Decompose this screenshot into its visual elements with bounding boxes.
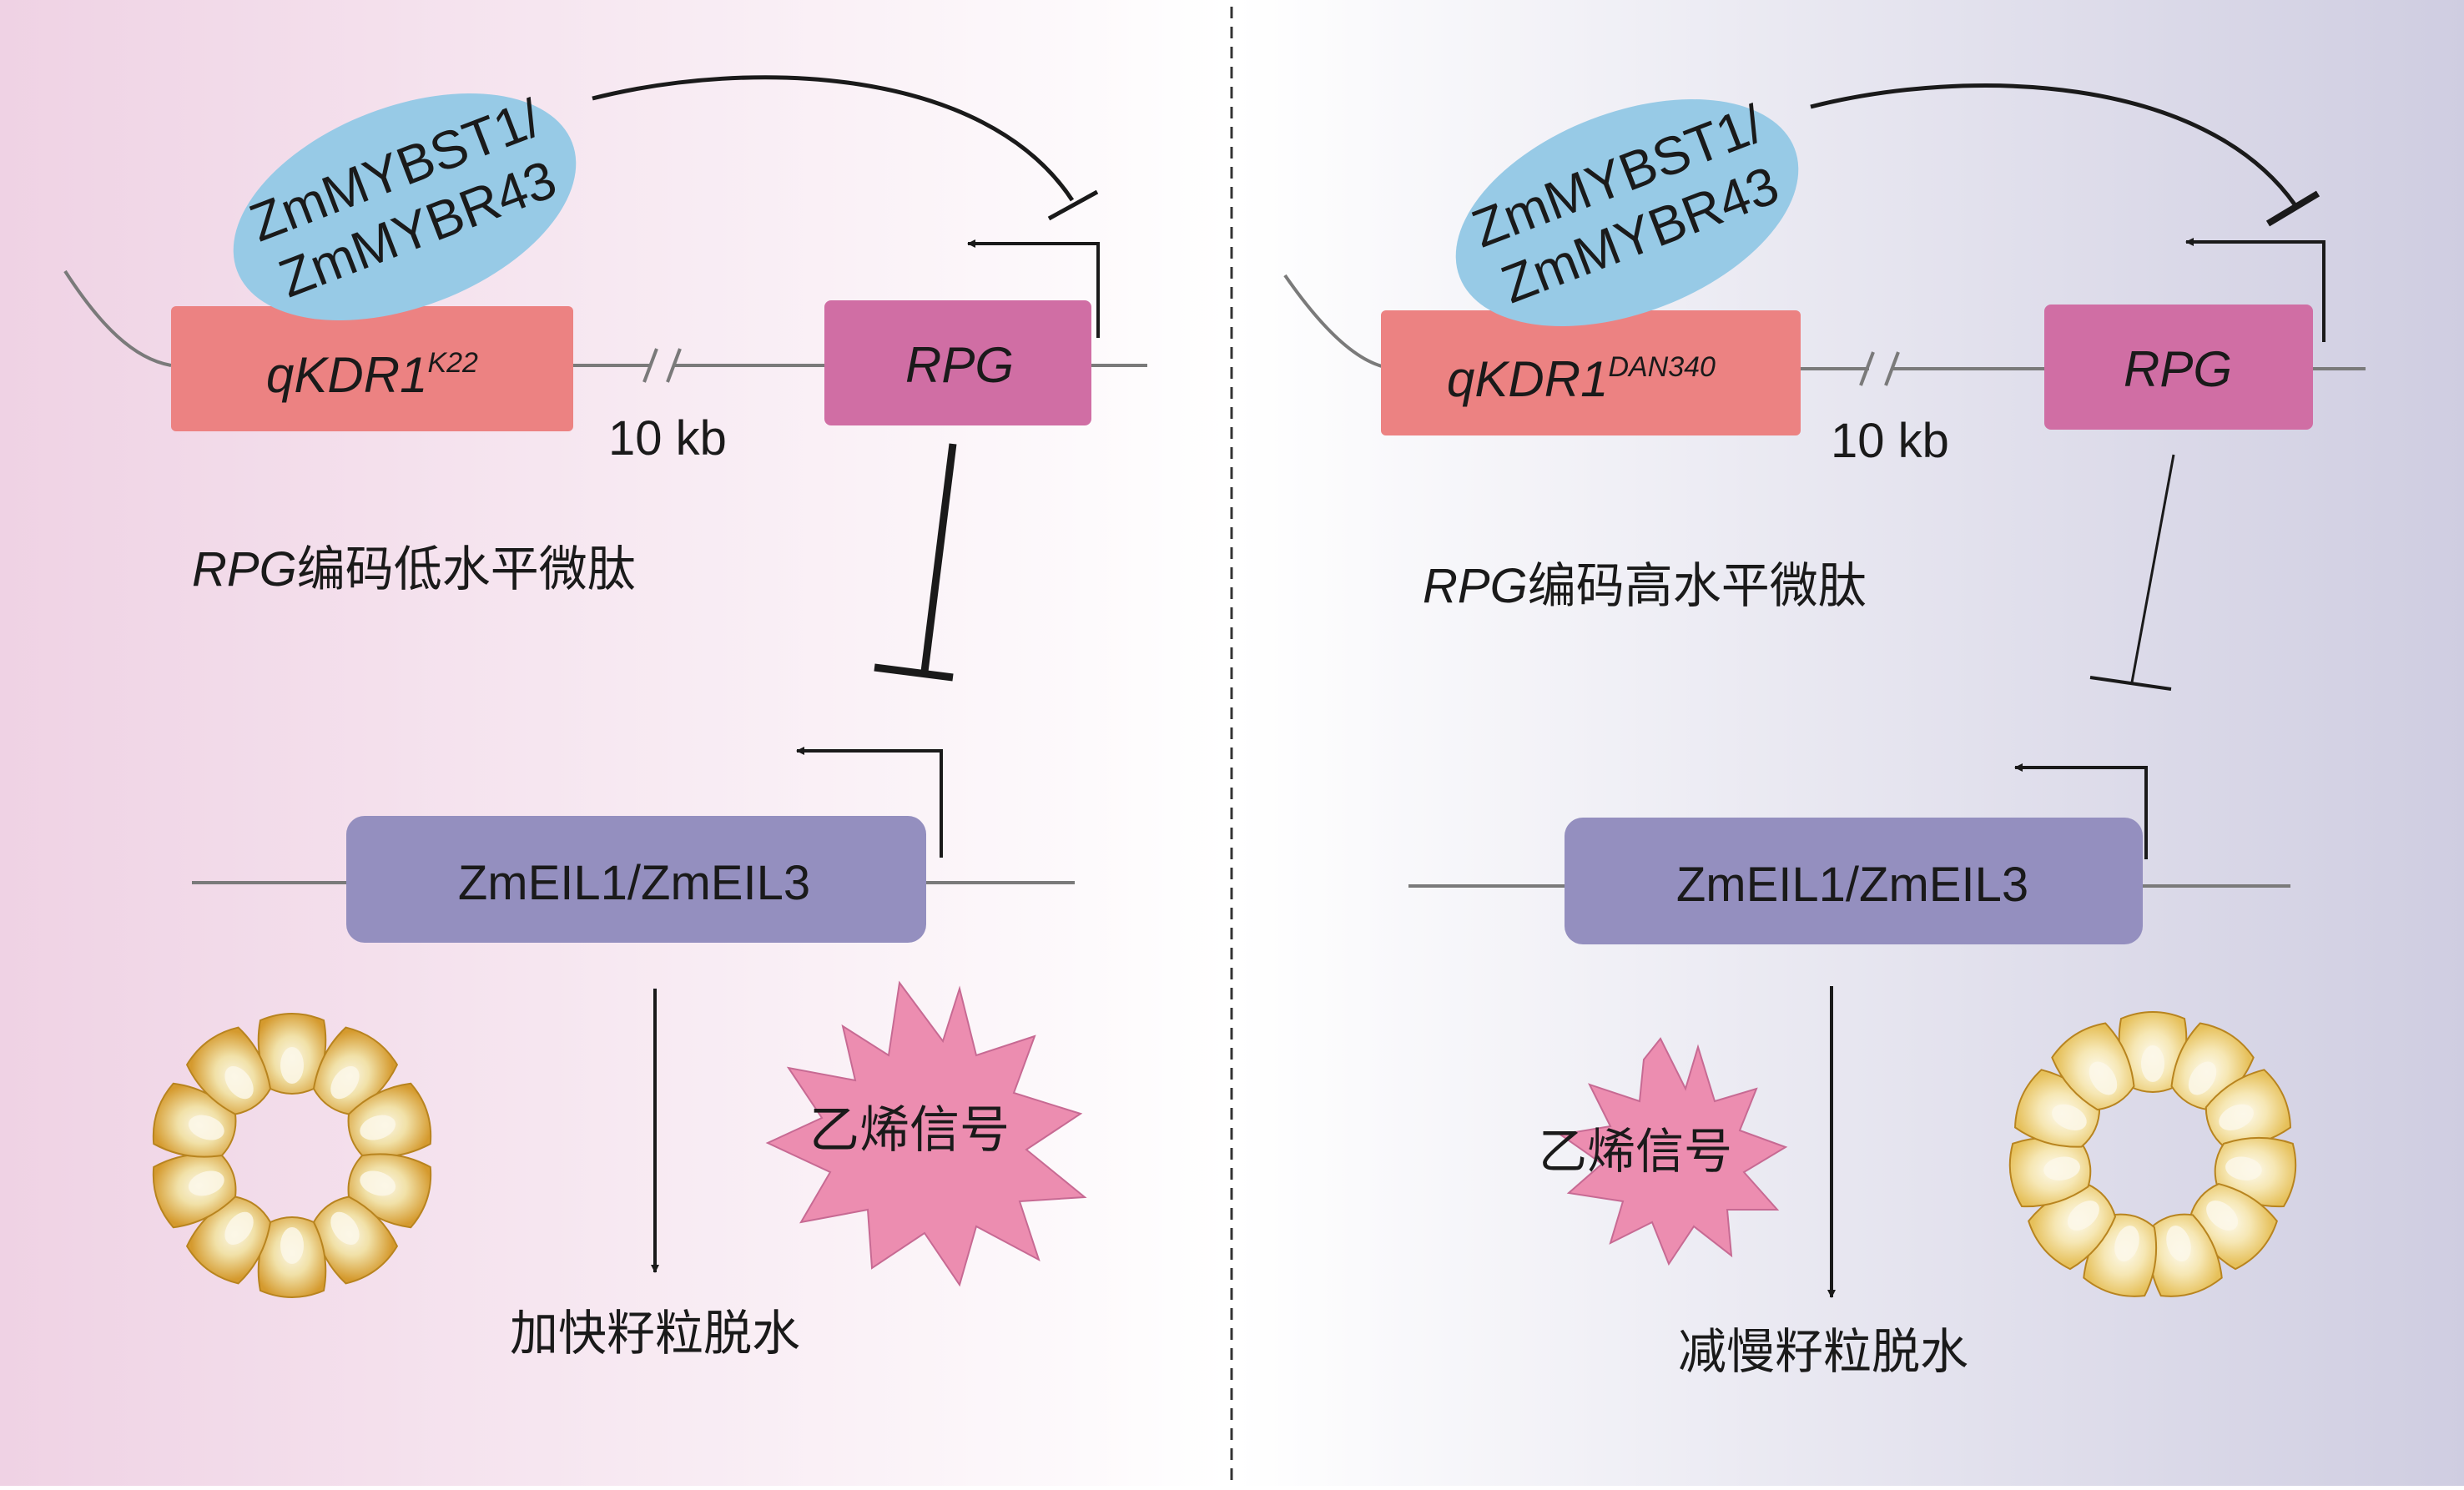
left-kernel [257, 1216, 327, 1298]
left-tf-ellipse [233, 93, 577, 320]
left-kernel [152, 1153, 237, 1229]
left-eil-label: ZmEIL1/ZmEIL3 [458, 856, 810, 910]
left-note: RPG编码低水平微肽 [192, 541, 636, 597]
left-eil-box [346, 816, 926, 943]
left-rpg-label: RPG [905, 337, 1014, 393]
right-distance-label: 10 kb [1831, 414, 1949, 468]
right-repression-arc [1810, 83, 2297, 206]
right-eil-box [1565, 818, 2143, 944]
right-kernel [2008, 1136, 2092, 1208]
left-eil-tss-arrow [796, 747, 943, 858]
right-rpg-label: RPG [2124, 341, 2232, 397]
right-kernel [2148, 1213, 2223, 1297]
left-outcome-label: 加快籽粒脱水 [510, 1305, 800, 1362]
left-panel-background [0, 0, 1227, 1486]
left-qkdr1-box [171, 306, 573, 431]
right-rpg-inhibition-bar [2089, 676, 2172, 691]
right-kernel [2051, 1022, 2135, 1111]
right-dna-break-2 [1884, 351, 1900, 386]
right-panel: qKDR1DAN340 RPG 10 kb ZmMYBST1/ ZmMYBR43… [1283, 83, 2366, 1380]
right-tf-ellipse [1455, 99, 1799, 326]
left-distance-label: 10 kb [608, 411, 727, 466]
right-outcome-label: 减慢籽粒脱水 [1678, 1323, 1968, 1380]
left-rpg-box [824, 300, 1091, 425]
right-dna-curve [1283, 274, 1386, 369]
left-ethylene-label: 乙烯信号 [809, 1101, 1010, 1160]
right-qkdr1-label: qKDR1DAN340 [1447, 351, 1716, 407]
right-note: RPG编码高水平微肽 [1423, 557, 1867, 614]
right-rpg-tss-arrow [2185, 238, 2325, 342]
right-eil-label: ZmEIL1/ZmEIL3 [1676, 858, 2028, 912]
left-kernel [185, 1026, 272, 1115]
left-dna-break-1 [642, 348, 658, 383]
right-rpg-inhibition-line [2130, 454, 2175, 683]
right-eil-tss-arrow [2014, 763, 2148, 859]
left-repression-arc [592, 75, 1075, 202]
right-panel-background [1237, 0, 2464, 1486]
left-panel: qKDR1K22 RPG 10 kb ZmMYBST1/ ZmMYBR43 RP… [63, 75, 1147, 1362]
left-kernel [347, 1082, 432, 1158]
left-dna-curve [63, 269, 172, 367]
right-kernel-ring [2008, 1011, 2297, 1297]
right-repression-bar [2265, 190, 2320, 227]
right-rpg-box [2044, 305, 2313, 430]
left-qkdr1-label: qKDR1K22 [266, 347, 478, 403]
right-ethylene-star [1558, 1037, 1788, 1266]
left-rpg-tss-arrow [967, 239, 1100, 338]
right-ethylene-label: 乙烯信号 [1539, 1123, 1732, 1180]
left-kernel [185, 1196, 272, 1285]
left-ethylene-star [765, 980, 1087, 1287]
left-repression-bar [1047, 189, 1099, 221]
right-dna-break-1 [1859, 351, 1875, 386]
left-rpg-inhibition-line [920, 443, 957, 672]
left-kernel [312, 1196, 399, 1285]
left-rpg-inhibition-bar [874, 663, 954, 682]
left-kernel-ring [152, 1013, 432, 1298]
left-dna-break-2 [666, 348, 682, 383]
right-qkdr1-box [1381, 310, 1801, 435]
